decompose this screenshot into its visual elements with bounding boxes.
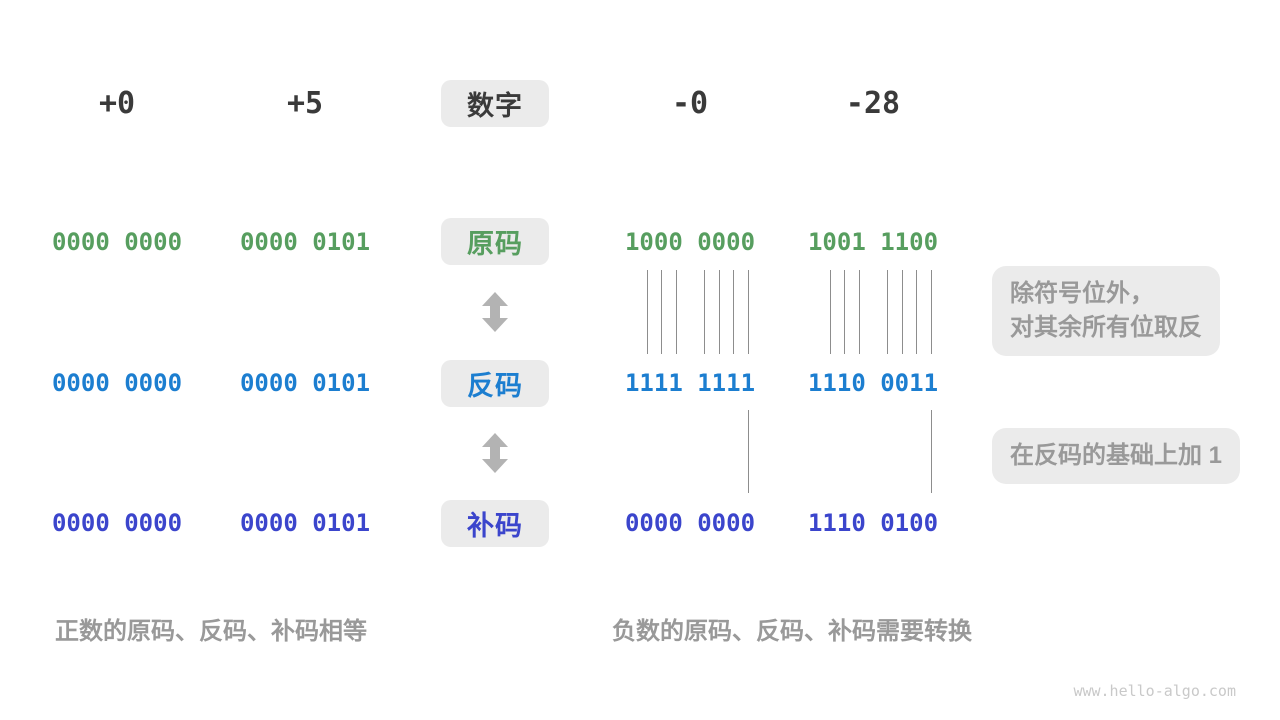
- label-box-ones-complement: 反码: [441, 360, 549, 407]
- bit-flip-line: [830, 270, 831, 354]
- bit-flip-line: [859, 270, 860, 354]
- ones-complement-value-plus0: 0000 0000: [51, 369, 183, 397]
- sign-magnitude-value-minus28: 1001 1100: [807, 228, 939, 256]
- ones-complement-value-plus5: 0000 0101: [239, 369, 371, 397]
- number-plus-five: +5: [286, 86, 324, 121]
- label-box-number: 数字: [441, 80, 549, 127]
- label-box-twos-complement: 补码: [441, 500, 549, 547]
- label-box-ones-complement-text: 反码: [467, 371, 523, 401]
- bit-flip-line: [647, 270, 648, 354]
- bit-flip-line: [661, 270, 662, 354]
- twos-complement-value-plus0: 0000 0000: [51, 509, 183, 537]
- label-box-twos-complement-text: 补码: [467, 511, 523, 541]
- bit-flip-line: [931, 270, 932, 354]
- add-one-line: [931, 410, 932, 493]
- twos-complement-value-plus5: 0000 0101: [239, 509, 371, 537]
- sign-magnitude-value-plus0: 0000 0000: [51, 228, 183, 256]
- double-arrow-icon: [482, 433, 508, 473]
- bit-flip-line: [887, 270, 888, 354]
- bit-flip-line: [676, 270, 677, 354]
- number-plus-zero: +0: [98, 86, 136, 121]
- bit-flip-line: [844, 270, 845, 354]
- caption-positive-numbers: 正数的原码、反码、补码相等: [55, 618, 367, 645]
- label-box-number-text: 数字: [467, 91, 523, 121]
- number-minus-zero: -0: [671, 86, 709, 121]
- double-arrow-icon: [482, 292, 508, 332]
- bit-flip-line: [902, 270, 903, 354]
- annotation-flip-note: 除符号位外， 对其余所有位取反: [992, 266, 1220, 356]
- caption-negative-numbers: 负数的原码、反码、补码需要转换: [612, 618, 972, 645]
- twos-complement-value-minus28: 1110 0100: [807, 509, 939, 537]
- bit-flip-line: [719, 270, 720, 354]
- bit-flip-line: [704, 270, 705, 354]
- number-minus-28: -28: [845, 86, 901, 121]
- annotation-add-one-note: 在反码的基础上加 1: [992, 428, 1241, 484]
- watermark-url: www.hello-algo.com: [1073, 682, 1236, 700]
- label-box-sign-magnitude: 原码: [441, 218, 549, 265]
- add-one-line: [748, 410, 749, 493]
- sign-magnitude-value-plus5: 0000 0101: [239, 228, 371, 256]
- ones-complement-value-minus28: 1110 0011: [807, 369, 939, 397]
- twos-complement-value-minus0: 0000 0000: [624, 509, 756, 537]
- bit-flip-line: [733, 270, 734, 354]
- bit-flip-line: [916, 270, 917, 354]
- sign-magnitude-value-minus0: 1000 0000: [624, 228, 756, 256]
- label-box-sign-magnitude-text: 原码: [467, 229, 523, 259]
- ones-complement-value-minus0: 1111 1111: [624, 369, 756, 397]
- bit-flip-line: [748, 270, 749, 354]
